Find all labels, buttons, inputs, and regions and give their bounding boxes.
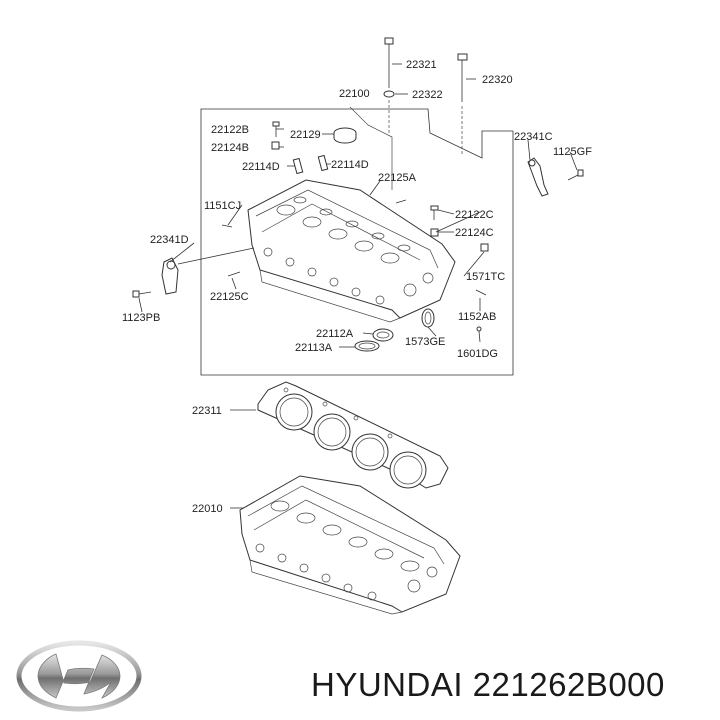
seal-1573GE	[421, 308, 435, 328]
washer-22322	[383, 90, 408, 98]
head-gasket-22311	[257, 381, 449, 489]
callout-22321: 22321	[406, 59, 437, 71]
bolt-22321	[384, 37, 402, 88]
assembly-frame	[200, 108, 514, 376]
callout-22124B: 22124B	[211, 142, 249, 154]
part-number-caption: HYUNDAI 221262B000	[311, 666, 665, 703]
callout-22122B: 22122B	[211, 124, 249, 136]
callout-22341D: 22341D	[150, 234, 189, 246]
stud-22125A	[395, 199, 407, 204]
callout-22124C: 22124C	[455, 227, 494, 239]
callout-1571TC: 1571TC	[466, 271, 505, 283]
callout-22125A: 22125A	[378, 172, 417, 184]
callout-22010: 22010	[192, 503, 223, 515]
callout-1123PB: 1123PB	[122, 312, 160, 324]
callout-22125C: 22125C	[210, 291, 249, 303]
seal-22124B	[271, 141, 280, 150]
bolt-22122B	[272, 121, 280, 137]
callout-1151CJ: 1151CJ	[204, 200, 241, 212]
callout-22114D-left: 22114D	[242, 161, 280, 173]
callout-22341C: 22341C	[514, 131, 553, 143]
stud-22125C	[227, 271, 241, 277]
callout-22114D-right: 22114D	[331, 159, 369, 171]
callout-22311: 22311	[192, 405, 222, 417]
callout-1601DG: 1601DG	[457, 348, 498, 360]
callout-1152AB: 1152AB	[458, 311, 496, 323]
plug-1151CJ	[221, 224, 233, 228]
bolt-22320	[457, 53, 476, 102]
seal-22124C	[430, 228, 439, 237]
guide-22114D	[292, 154, 329, 175]
bracket-22341C	[527, 157, 549, 197]
callout-1573GE: 1573GE	[405, 336, 445, 348]
callout-22129: 22129	[290, 129, 321, 141]
callout-22113A: 22113A	[295, 342, 333, 354]
ball-1601DG	[476, 326, 482, 332]
bracket-22341D	[161, 257, 179, 295]
callout-22122C: 22122C	[455, 209, 494, 221]
callout-22112A: 22112A	[316, 328, 354, 340]
bolt-1125GF	[567, 169, 584, 181]
callout-22100: 22100	[339, 88, 370, 100]
callout-22320: 22320	[482, 74, 513, 86]
bolt-22122C	[430, 205, 439, 220]
cap-22129	[333, 127, 357, 144]
pin-1152AB	[475, 289, 487, 296]
callout-22322: 22322	[412, 89, 443, 101]
plug-1571TC	[480, 243, 489, 252]
callout-1125GF: 1125GF	[553, 146, 592, 158]
cylinder-head-22010	[239, 475, 461, 615]
seals-22112A-22113A	[354, 328, 394, 352]
cylinder-head-22100	[247, 179, 456, 323]
hyundai-logo-icon	[16, 640, 142, 712]
leader-lines	[138, 128, 578, 509]
bolt-1123PB	[132, 290, 152, 298]
